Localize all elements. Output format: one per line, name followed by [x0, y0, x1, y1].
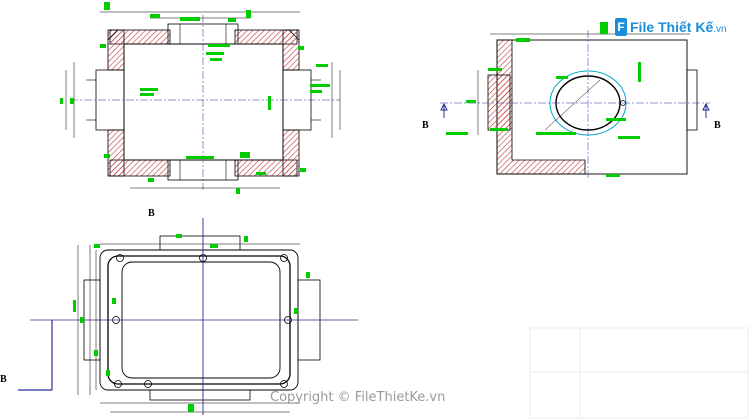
section-view-side [440, 22, 710, 180]
watermark-stamp [529, 327, 749, 419]
side-body [496, 39, 688, 175]
section-view-front [60, 2, 341, 194]
copyright-text: Copyright © FileThietKe.vn [270, 390, 446, 405]
dimension-tags-view1 [60, 2, 330, 194]
brand-tld: .vn [713, 24, 727, 35]
wall-right-lower [282, 129, 300, 177]
bolt-holes [112, 254, 292, 388]
dimension-tags-view3 [73, 234, 310, 412]
brand-watermark: F File Thiết Kế.vn [615, 16, 727, 38]
plan-view-top [18, 218, 358, 415]
brand-name: File Thiết Kế [630, 19, 714, 35]
wall-left-upper [107, 29, 125, 71]
section-label-b: B [148, 208, 155, 219]
side-section-hatch [496, 39, 586, 175]
section-label-b: B [0, 374, 7, 385]
inner-cavity [123, 43, 284, 161]
dimension-tags-view2 [446, 22, 641, 177]
side-boss-right [686, 69, 698, 131]
section-label-b: B [422, 120, 429, 131]
wall-left-lower [107, 129, 125, 177]
file-logo-icon: F [615, 18, 627, 36]
section-label-b: B [714, 120, 721, 131]
wall-right-upper [282, 29, 300, 71]
